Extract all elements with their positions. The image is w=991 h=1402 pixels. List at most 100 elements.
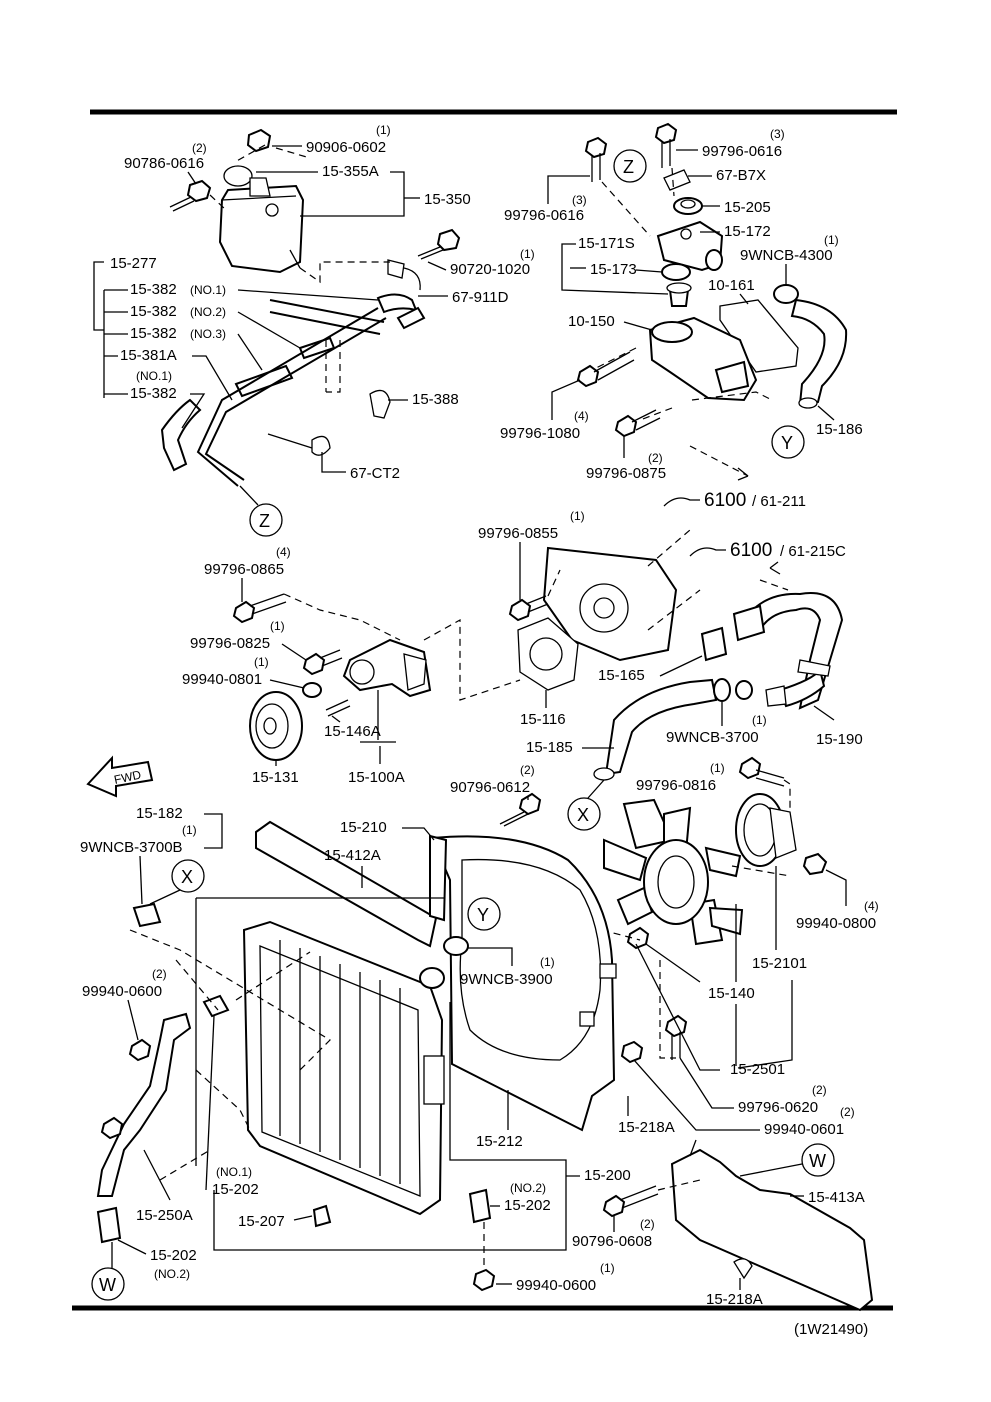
label-15-190: 15-190 [816, 731, 863, 748]
coolant-reservoir [218, 165, 305, 274]
label-15-212: 15-212 [476, 1133, 523, 1150]
seal-15-412A-icon [255, 820, 438, 948]
label-99940-0800-qty: (4) [864, 899, 879, 913]
hose-15-382-lower-icon [160, 398, 202, 472]
bolt-99796-0816-icon [738, 756, 785, 787]
marker-y-top: Y [771, 425, 805, 459]
label-9WNCB-3700B-qty: (1) [182, 823, 197, 837]
label-99796-0616-left: 99796-0616 [504, 207, 584, 224]
bolt-99796-0620-icon [664, 1014, 688, 1060]
label-15-182: 15-182 [136, 805, 183, 822]
stud-15-146A-icon [325, 699, 351, 717]
label-99940-0600-b: 99940-0600 [516, 1277, 596, 1294]
marker-x-mid: X [567, 779, 605, 831]
label-67-B7X: 67-B7X [716, 167, 766, 184]
label-15-277: 15-277 [110, 255, 157, 272]
label-99796-0620: 99796-0620 [738, 1099, 818, 1116]
label-15-382-lower-note: (NO.1) [136, 369, 172, 383]
label-15-388: 15-388 [412, 391, 459, 408]
label-15-382-no3: 15-382 [130, 325, 177, 342]
marker-w-left: W [91, 1267, 125, 1301]
pipe-15-190-icon [738, 592, 844, 710]
label-15-100A: 15-100A [348, 769, 405, 786]
label-9WNCB-3700-qty: (1) [752, 713, 767, 727]
washer-99940-0801-icon [302, 682, 322, 698]
label-99940-0601-qty: (2) [840, 1105, 855, 1119]
bolt-99796-1080-icon [576, 351, 635, 388]
clip-15-218A-b-icon [733, 1258, 753, 1280]
housing-10-150-icon [648, 316, 758, 402]
radiator-15-200-icon [242, 920, 445, 1216]
label-90906-0602: 90906-0602 [306, 139, 386, 156]
label-15-210: 15-210 [340, 819, 387, 836]
clamp-9WNCB-4300-icon [773, 284, 799, 304]
plug-15-202-no2-icon [468, 1188, 492, 1224]
clamp-15-190-icon [797, 659, 831, 677]
label-15-218A-lower: 15-218A [706, 1291, 763, 1308]
label-90796-0608-qty: (2) [640, 1217, 655, 1231]
clamp-9WNCB-3700-icon [713, 678, 753, 702]
reference-number: 6100 [704, 490, 746, 511]
fwd-arrow-icon: FWD [86, 755, 154, 798]
nut-99940-0600-a-icon [100, 1038, 152, 1140]
svg-text:Y: Y [477, 905, 489, 925]
nut-99940-0600-b-icon [472, 1268, 496, 1292]
label-90796-0612: 90796-0612 [450, 779, 530, 796]
label-99796-0855-qty: (1) [570, 509, 585, 523]
label-15-202-b-note: (NO.2) [154, 1267, 190, 1281]
bolt-90796-0608-icon [602, 1185, 659, 1218]
bracket-15-210-icon [429, 834, 448, 922]
gasket-15-116-icon [517, 617, 579, 691]
label-15-202-no2: 15-202 [504, 1197, 551, 1214]
label-99796-0616-left-qty: (3) [572, 193, 587, 207]
label-99940-0601: 99940-0601 [764, 1121, 844, 1138]
label-15-207: 15-207 [238, 1213, 285, 1230]
label-15-381A: 15-381A [120, 347, 177, 364]
svg-text:Y: Y [781, 433, 793, 453]
bolt-99796-0825-icon [302, 649, 343, 676]
reference-sub: / 61-211 [752, 493, 806, 510]
gasket-15-173-icon [661, 263, 691, 281]
bolt-99796-0616-right-icon [654, 122, 678, 168]
label-15-202-no2-note: (NO.2) [510, 1181, 546, 1195]
label-15-165: 15-165 [598, 667, 645, 684]
label-15-250A: 15-250A [136, 1207, 193, 1224]
plug-15-207-icon [312, 1204, 332, 1228]
label-99940-0801: 99940-0801 [182, 671, 262, 688]
label-15-202-no1-note: (NO.1) [216, 1165, 252, 1179]
label-99796-0616-right: 99796-0616 [702, 143, 782, 160]
hose-15-186-icon [790, 298, 848, 409]
marker-z-bottom: Z [239, 485, 283, 537]
outlet-15-172-icon [656, 220, 724, 272]
label-90786-0616-qty: (2) [192, 141, 207, 155]
pulley-15-131-icon [249, 691, 303, 761]
hose-15-382-no1-icon [376, 293, 426, 330]
label-15-185: 15-185 [526, 739, 573, 756]
cap-15-205-icon [673, 197, 703, 215]
label-9WNCB-4300: 9WNCB-4300 [740, 247, 833, 264]
label-99796-1080: 99796-1080 [500, 425, 580, 442]
svg-text:W: W [809, 1151, 826, 1171]
label-99940-0800: 99940-0800 [796, 915, 876, 932]
clip-67-911D-icon [387, 259, 421, 291]
label-15-2501: 15-2501 [730, 1061, 785, 1078]
label-9WNCB-4300-qty: (1) [824, 233, 839, 247]
bolt-99796-0855-icon [508, 595, 549, 622]
label-10-161: 10-161 [708, 277, 755, 294]
label-15-172: 15-172 [724, 223, 771, 240]
fitting-15-190-icon [765, 685, 787, 707]
label-99796-0855: 99796-0855 [478, 525, 558, 542]
marker-w-right: W [801, 1143, 835, 1177]
label-15-173: 15-173 [590, 261, 637, 278]
label-90720-1020-qty: (1) [520, 247, 535, 261]
deflector-15-413A-icon [670, 1139, 874, 1312]
shroud-15-212-icon [430, 835, 617, 1132]
label-15-412A: 15-412A [324, 847, 381, 864]
nut-99940-0800-icon [802, 852, 828, 876]
bolt-90796-0612-icon [499, 792, 542, 827]
plug-15-202-no1-icon [202, 994, 230, 1018]
label-15-205: 15-205 [724, 199, 771, 216]
label-15-116: 15-116 [520, 711, 566, 728]
label-9WNCB-3700: 9WNCB-3700 [666, 729, 759, 746]
svg-text:Z: Z [623, 157, 634, 177]
